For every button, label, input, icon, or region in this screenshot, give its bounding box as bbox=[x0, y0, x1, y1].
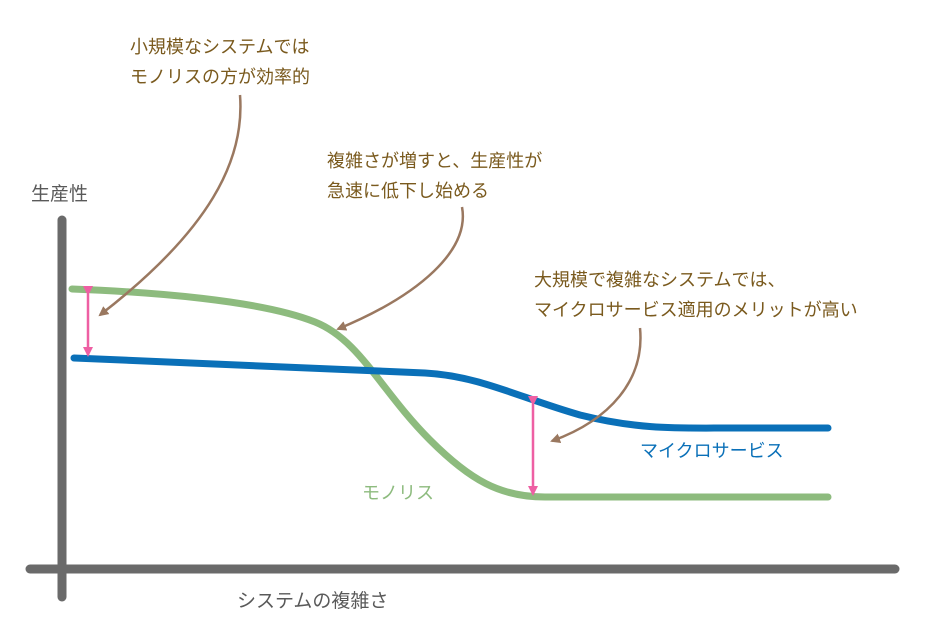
callout-arrow-complexity bbox=[336, 206, 465, 331]
callout-small-line2: モノリスの方が効率的 bbox=[130, 67, 310, 88]
callout-arrow-small bbox=[98, 94, 242, 317]
microservices-curve bbox=[70, 354, 832, 432]
y-axis-label: 生産性 bbox=[31, 183, 89, 205]
monolith-label: モノリス bbox=[362, 483, 434, 504]
callout-large-systems: 大規模で複雑なシステムでは、 マイクロサービス適用のメリットが高い bbox=[534, 266, 858, 326]
monolith-curve bbox=[68, 285, 832, 501]
callout-complexity-line2: 急速に低下し始める bbox=[327, 181, 489, 202]
callout-small-line1: 小規模なシステムでは bbox=[130, 37, 310, 58]
callout-complexity: 複雑さが増すと、生産性が 急速に低下し始める bbox=[327, 147, 542, 207]
callout-arrow-large bbox=[550, 327, 642, 443]
callout-large-line1: 大規模で複雑なシステムでは、 bbox=[534, 270, 786, 291]
callout-large-line2: マイクロサービス適用のメリットが高い bbox=[534, 300, 858, 321]
callout-small-systems: 小規模なシステムでは モノリスの方が効率的 bbox=[130, 33, 310, 93]
callout-complexity-line1: 複雑さが増すと、生産性が bbox=[327, 151, 543, 172]
x-axis-label: システムの複雑さ bbox=[237, 590, 389, 612]
microservices-label: マイクロサービス bbox=[640, 441, 784, 462]
